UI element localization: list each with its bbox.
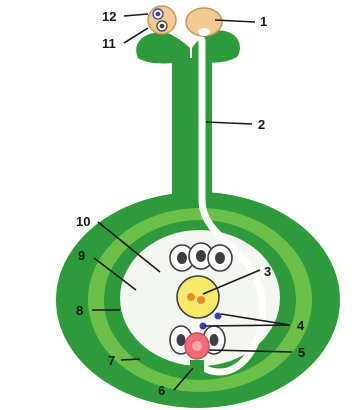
label-3: 3 (264, 264, 271, 279)
label-1: 1 (260, 14, 267, 29)
label-10: 10 (76, 214, 90, 229)
label-6: 6 (158, 383, 165, 398)
label-11: 11 (102, 36, 116, 51)
polar-nucleus-1 (187, 293, 195, 301)
generative-nucleus-dot (156, 12, 161, 17)
label-9: 9 (78, 248, 85, 263)
sperm-cell-2 (215, 313, 222, 320)
label-8: 8 (76, 303, 83, 318)
label-2: 2 (258, 117, 265, 132)
label-5: 5 (298, 345, 305, 360)
central-cell (177, 276, 219, 318)
label-4: 4 (297, 318, 305, 333)
label-7: 7 (108, 353, 115, 368)
antipodal-cells (170, 243, 232, 271)
egg-nucleus (192, 341, 202, 351)
pollen-tube-tip (198, 28, 210, 36)
polar-nucleus-2 (197, 296, 205, 304)
vegetative-nucleus-dot (160, 24, 165, 29)
label-12: 12 (102, 9, 116, 24)
